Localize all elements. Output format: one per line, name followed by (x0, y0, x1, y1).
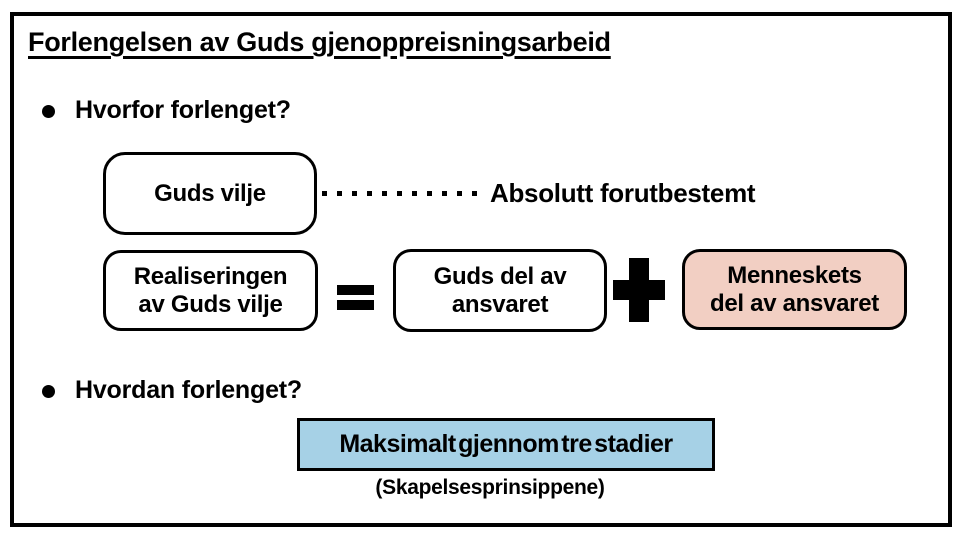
human-part-label-line1: Menneskets (727, 261, 862, 289)
plus-horizontal-bar (613, 280, 665, 300)
human-part-box: Menneskets del av ansvaret (682, 249, 907, 330)
realization-label-line2: av Guds vilje (138, 290, 283, 318)
equals-top-bar (337, 285, 374, 295)
equals-sign-icon (337, 285, 374, 310)
realization-box: Realiseringen av Guds vilje (103, 250, 318, 331)
bullet-item-why: Hvorfor forlenget? (42, 96, 291, 125)
bullet-icon (42, 385, 55, 398)
three-stages-label: Maksimalt gjennom tre stadier (339, 430, 673, 458)
gods-part-box: Guds del av ansvaret (393, 249, 607, 332)
gods-will-label: Guds vilje (154, 179, 266, 207)
three-stages-box: Maksimalt gjennom tre stadier (297, 418, 715, 471)
equals-bottom-bar (337, 300, 374, 310)
bullet-label-how: Hvordan forlenget? (75, 376, 302, 404)
gods-part-label-line2: ansvaret (451, 290, 549, 318)
gods-part-label-line1: Guds del av (433, 262, 567, 290)
dotted-connector-line (322, 191, 480, 196)
bullet-item-how: Hvordan forlenget? (42, 376, 302, 405)
gods-will-box: Guds vilje (103, 152, 317, 235)
realization-label-line1: Realiseringen (133, 262, 288, 290)
predetermined-label: Absolutt forutbestemt (490, 178, 756, 208)
human-part-label-line2: del av ansvaret (710, 289, 879, 317)
creation-principles-caption: (Skapelsesprinsippene) (375, 476, 605, 499)
slide-title: Forlengelsen av Guds gjenoppreisningsarb… (28, 27, 611, 57)
bullet-icon (42, 105, 55, 118)
plus-sign-icon (613, 258, 665, 322)
bullet-label-why: Hvorfor forlenget? (75, 96, 291, 124)
